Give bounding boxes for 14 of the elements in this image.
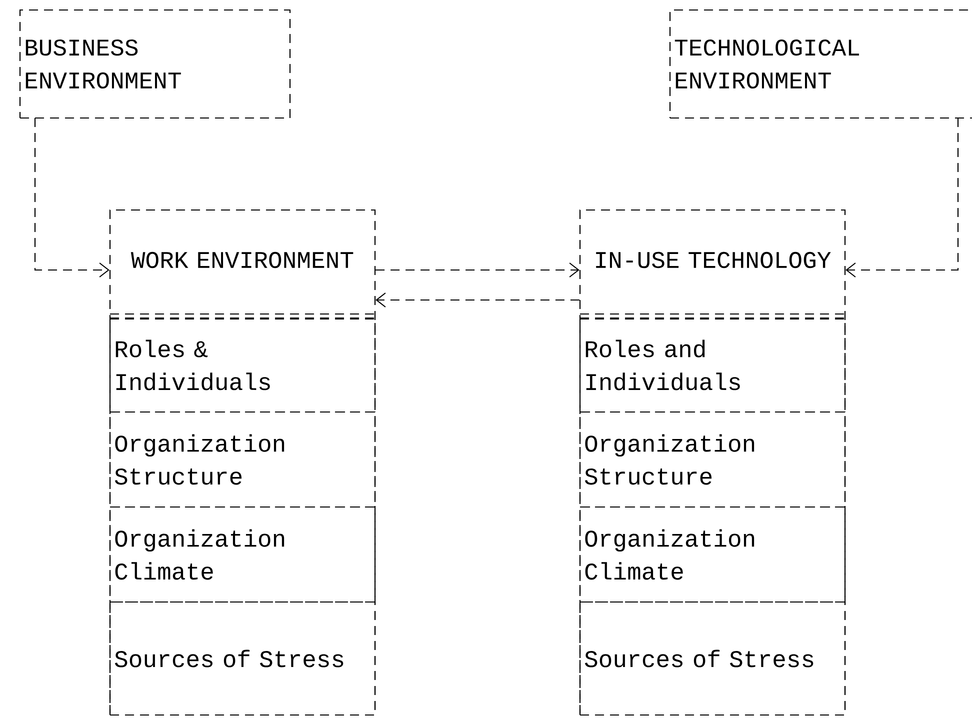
arrow <box>376 262 580 278</box>
environment-box: TECHNOLOGICAL ENVIRONMENT <box>669 9 972 119</box>
arrow <box>846 118 959 278</box>
section-box: Sources of Stress <box>109 601 376 716</box>
section-box: Roles and Individuals <box>579 317 846 413</box>
arrow <box>34 118 110 278</box>
section-box: Organization Climate <box>109 506 376 603</box>
section-box: Sources of Stress <box>579 601 846 716</box>
section-box: Organization Climate <box>579 506 846 603</box>
section-box: Organization Structure <box>109 411 376 508</box>
section-box: Organization Structure <box>579 411 846 508</box>
environment-box: BUSINESS ENVIRONMENT <box>19 9 291 119</box>
section-box: Roles & Individuals <box>109 317 376 413</box>
arrow <box>376 292 580 308</box>
